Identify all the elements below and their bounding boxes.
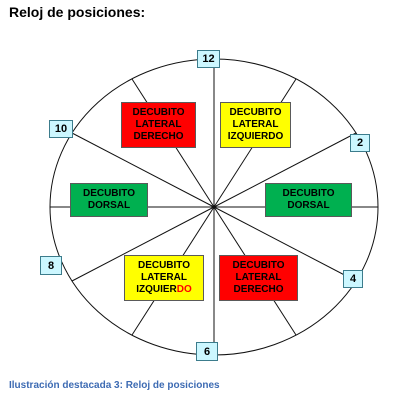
position-dorsal-right: DECUBITO DORSAL: [265, 183, 352, 217]
page-title: Reloj de posiciones:: [9, 4, 146, 20]
position-line: DORSAL: [287, 200, 330, 211]
position-line: LATERAL: [141, 272, 187, 283]
position-line: DECUBITO: [137, 260, 191, 271]
hour-12-label: 12: [197, 50, 220, 68]
position-line: LATERAL: [232, 119, 279, 130]
hour-4-label: 4: [343, 270, 363, 288]
position-line: DECUBITO: [229, 107, 282, 118]
hour-6-label: 6: [196, 342, 218, 361]
position-line: DECUBITO: [282, 188, 335, 199]
position-line: DECUBITO: [232, 260, 285, 271]
position-line-part: O: [275, 284, 284, 295]
position-line: DECUBITO: [82, 188, 136, 199]
position-line-accent: DO: [176, 284, 192, 295]
position-lateral-derecho-bottom: DECUBITO LATERAL DERECHO: [219, 255, 298, 301]
position-line: IZQUIERDO: [136, 284, 192, 296]
position-line-part: DERECH: [233, 284, 276, 295]
position-lateral-izquierdo-bottom: DECUBITO LATERAL IZQUIERDO: [124, 255, 204, 301]
position-lateral-izquierdo-top: DECUBITO LATERAL IZQUIERDO: [220, 102, 291, 148]
hour-10-label: 10: [49, 120, 73, 138]
position-line: DORSAL: [87, 200, 131, 211]
hour-8-label: 8: [40, 256, 62, 275]
position-line: IZQUIERDO: [227, 131, 284, 142]
position-line: LATERAL: [135, 119, 182, 130]
position-line-part: IZQUIER: [136, 284, 177, 295]
position-dorsal-left: DECUBITO DORSAL: [70, 183, 148, 217]
hour-2-label: 2: [350, 134, 370, 152]
figure-caption: Ilustración destacada 3: Reloj de posici…: [9, 380, 220, 391]
position-line: DECUBITO: [132, 107, 185, 118]
position-line: DERECHO: [133, 131, 184, 142]
position-line: DERECHO: [233, 284, 283, 296]
position-lateral-derecho-top: DECUBITO LATERAL DERECHO: [121, 102, 196, 148]
position-line: LATERAL: [235, 272, 282, 283]
